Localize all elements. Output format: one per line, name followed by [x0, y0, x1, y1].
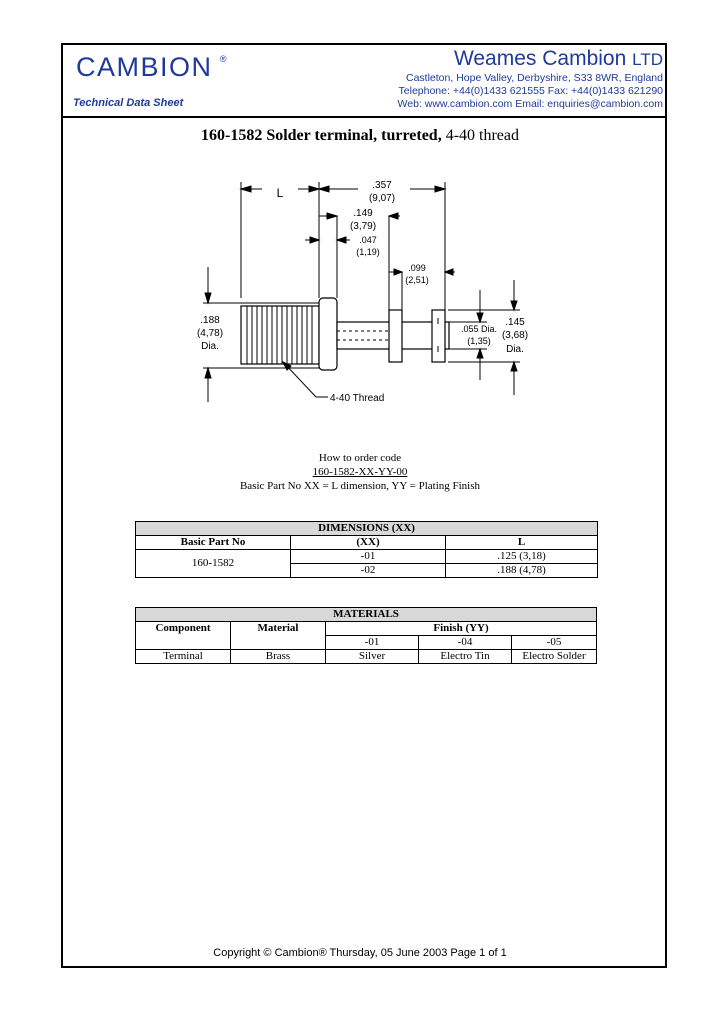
cambion-logo: CAMBION ®: [76, 52, 227, 83]
page-frame: [61, 43, 667, 968]
dim-055-label: .055 Dia.: [461, 324, 497, 334]
dim-357-label: .357: [372, 180, 392, 191]
finish-code: -01: [325, 635, 419, 650]
materials-col-material: Material: [230, 621, 326, 650]
table-row: -02 .188 (4,78): [136, 563, 598, 578]
dim-099-mm-label: (2,51): [405, 275, 429, 285]
dimensions-l-cell: .125 (3,18): [445, 549, 598, 564]
dimensions-col-part: Basic Part No: [135, 535, 291, 550]
materials-table: MATERIALS Component Material Finish (YY)…: [135, 607, 597, 664]
dim-047-label: .047: [359, 235, 377, 245]
dim-188-mm-label: (4,78): [197, 328, 223, 339]
logo-text: CAMBION: [76, 52, 213, 82]
thread-label: 4-40 Thread: [330, 393, 384, 404]
materials-finish-cell: Silver: [325, 649, 419, 664]
materials-col-finish: Finish (YY): [325, 621, 597, 636]
page-title: 160-1582 Solder terminal, turreted, 4-40…: [0, 127, 720, 145]
materials-col-component: Component: [135, 621, 231, 650]
materials-material-cell: Brass: [230, 649, 326, 664]
dimensions-xx-cell: -01: [290, 549, 446, 564]
dim-149-label: .149: [353, 208, 373, 219]
dim-055-mm-label: (1,35): [467, 336, 491, 346]
dimensions-l-cell: .188 (4,78): [445, 563, 598, 578]
dimensions-table-title: DIMENSIONS (XX): [135, 521, 598, 536]
title-part-bold: 160-1582 Solder terminal, turreted,: [200, 127, 442, 144]
order-code-legend: Basic Part No XX = L dimension, YY = Pla…: [239, 480, 481, 492]
table-row: 160-1582 -01 .125 (3,18): [135, 549, 598, 578]
dimensions-xx-cell: -02: [290, 563, 446, 578]
logo-registered-mark: ®: [219, 54, 227, 64]
title-part-rest: 4-40 thread: [441, 127, 519, 144]
dimensions-col-xx: (XX): [290, 535, 446, 550]
dim-145-dia-label: Dia.: [506, 344, 524, 355]
document-type: Technical Data Sheet: [73, 97, 184, 109]
dim-047-mm-label: (1,19): [356, 247, 380, 257]
dim-357-mm-label: (9,07): [369, 193, 395, 204]
dim-149-mm-label: (3,79): [350, 221, 376, 232]
dim-099-label: .099: [408, 263, 426, 273]
company-address: Castleton, Hope Valley, Derbyshire, S33 …: [406, 72, 663, 84]
finish-code: -05: [511, 635, 597, 650]
order-code: 160-1582-XX-YY-00: [312, 466, 408, 478]
dim-145-mm-label: (3,68): [502, 330, 528, 341]
table-row: Terminal Brass Silver Electro Tin Electr…: [135, 649, 597, 664]
dimensions-part-no: 160-1582: [135, 549, 291, 578]
copyright-footer: Copyright © Cambion® Thursday, 05 June 2…: [213, 947, 507, 959]
finish-code: -04: [418, 635, 512, 650]
terminal-drawing: L .357 (9,07) .149 (3,79) .047 (1,19) .0…: [197, 180, 528, 404]
company-name: Weames Cambion LTD: [453, 47, 663, 70]
company-web-email: Web: www.cambion.com Email: enquiries@ca…: [397, 98, 663, 110]
header-divider: [61, 116, 667, 118]
dim-145-label: .145: [505, 317, 525, 328]
dimensions-table: DIMENSIONS (XX) Basic Part No (XX) L 160…: [135, 521, 598, 578]
dim-L-label: L: [277, 186, 284, 200]
dim-188-label: .188: [200, 315, 220, 326]
dim-188-dia-label: Dia.: [201, 341, 219, 352]
materials-component-cell: Terminal: [135, 649, 231, 664]
order-code-heading: How to order code: [318, 452, 402, 464]
dimensions-col-l: L: [445, 535, 598, 550]
materials-table-title: MATERIALS: [135, 607, 597, 622]
materials-finish-cell: Electro Tin: [418, 649, 512, 664]
company-phone-fax: Telephone: +44(0)1433 621555 Fax: +44(0)…: [398, 85, 663, 97]
materials-finish-cell: Electro Solder: [511, 649, 597, 664]
